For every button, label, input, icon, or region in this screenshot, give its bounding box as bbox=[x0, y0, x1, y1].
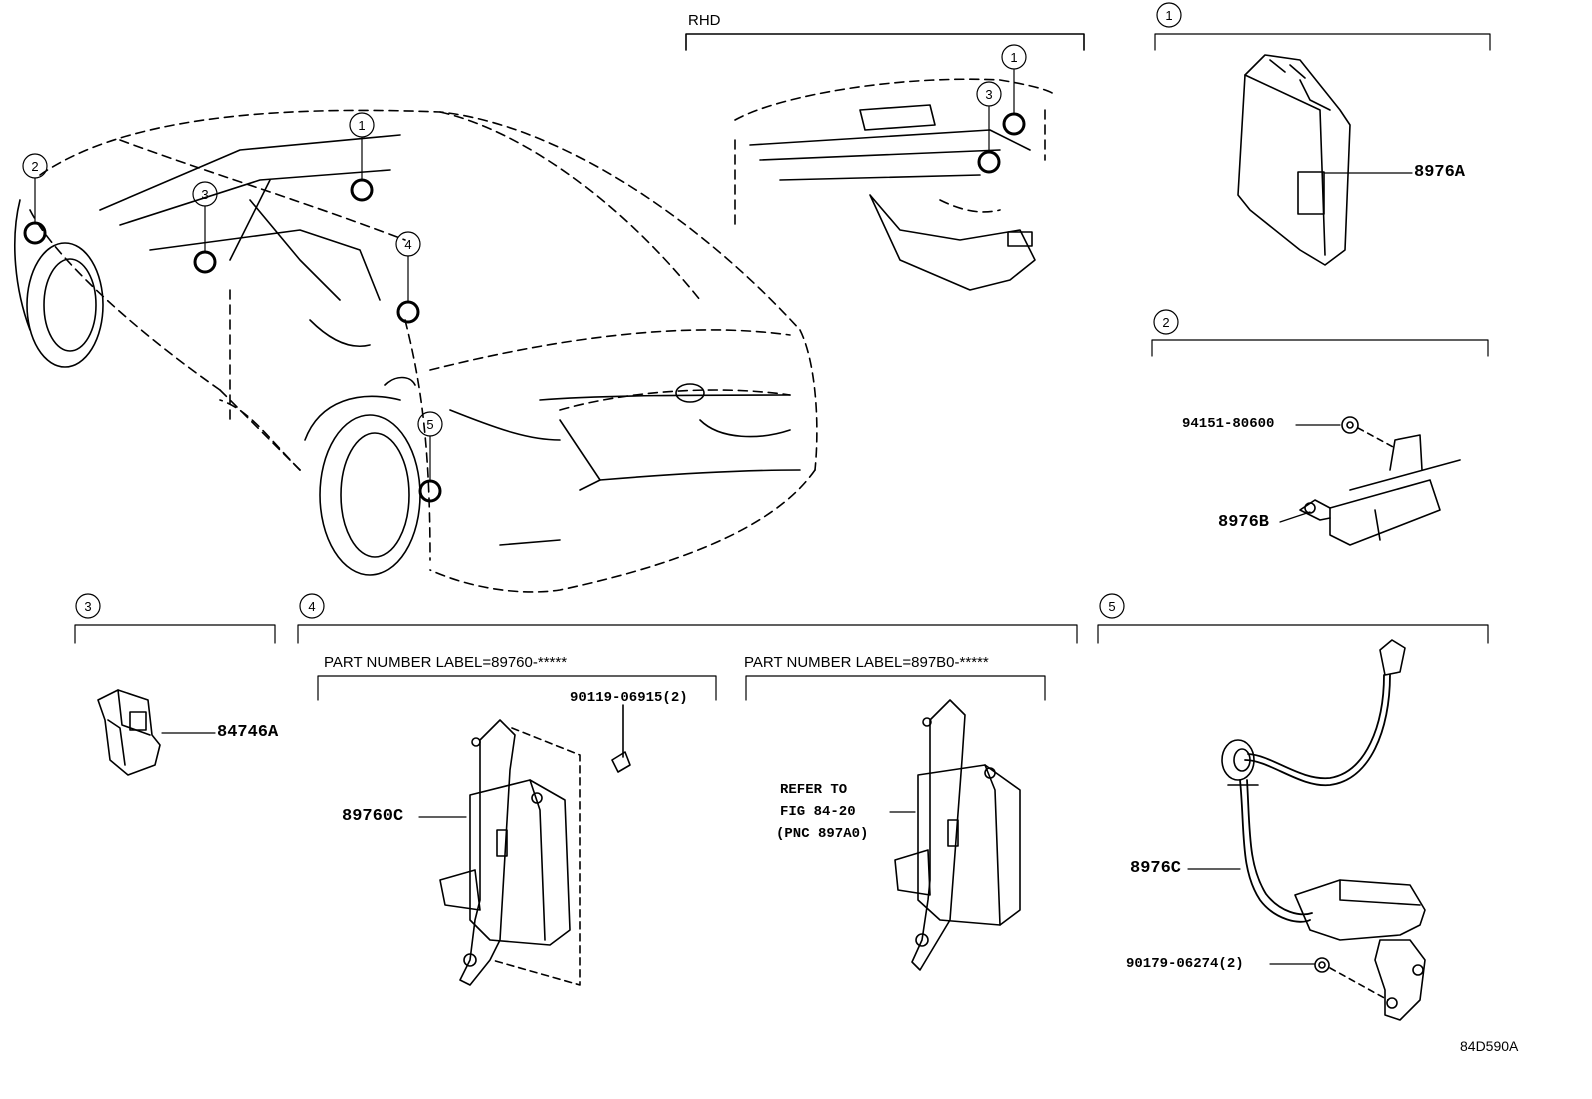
part-84746A-label: 84746A bbox=[217, 723, 279, 742]
refer-to-line1: REFER TO bbox=[780, 782, 848, 798]
part-89760C-drawing bbox=[439, 704, 631, 986]
vehicle-detail bbox=[14, 134, 801, 576]
section5-header bbox=[1097, 593, 1489, 644]
part-90119-label: 90119-06915(2) bbox=[570, 690, 688, 706]
section1-header bbox=[1154, 2, 1491, 51]
section2-header bbox=[1151, 309, 1489, 357]
car-marker-circles bbox=[22, 112, 443, 437]
car-marker-leaders bbox=[34, 137, 431, 482]
part-94151-label: 94151-80600 bbox=[1182, 416, 1275, 432]
car-marker-3: 3 bbox=[201, 187, 208, 202]
car-marker-5: 5 bbox=[426, 417, 433, 432]
refer-to-line2: FIG 84-20 bbox=[780, 804, 856, 820]
part-number-label-897B0: PART NUMBER LABEL=897B0-***** bbox=[744, 654, 989, 671]
part-8976A-label: 8976A bbox=[1414, 163, 1466, 182]
part-8976B-label: 8976B bbox=[1218, 513, 1270, 532]
section-number-4: 4 bbox=[308, 599, 315, 614]
part-90179-label: 90179-06274(2) bbox=[1126, 956, 1244, 972]
vehicle-outline bbox=[29, 109, 818, 593]
section4-header bbox=[297, 593, 1078, 701]
rhd-marker-3: 3 bbox=[985, 87, 992, 102]
section3-header bbox=[74, 593, 276, 644]
rhd-dashboard bbox=[734, 78, 1056, 291]
part-8976B-drawing bbox=[1299, 416, 1461, 546]
figure-code: 84D590A bbox=[1460, 1038, 1519, 1054]
marker-numbers: 1 2 3 4 5 1 3 1 2 3 4 5 bbox=[31, 8, 1172, 614]
section-number-3: 3 bbox=[84, 599, 91, 614]
car-marker-1: 1 bbox=[358, 118, 365, 133]
rhd-label: RHD bbox=[688, 12, 721, 29]
part-8976A-drawing bbox=[1237, 54, 1351, 266]
part-number-label-89760: PART NUMBER LABEL=89760-***** bbox=[324, 654, 568, 671]
part-89760C-label: 89760C bbox=[342, 807, 404, 826]
section-number-2: 2 bbox=[1162, 315, 1169, 330]
car-marker-4: 4 bbox=[404, 237, 411, 252]
section-number-5: 5 bbox=[1108, 599, 1115, 614]
part-8976C-drawing bbox=[1221, 639, 1426, 1021]
rhd-marker-leaders bbox=[976, 44, 1027, 153]
part-8976C-label: 8976C bbox=[1130, 859, 1182, 878]
section-number-1: 1 bbox=[1165, 8, 1172, 23]
part-897B0-drawing bbox=[894, 699, 1021, 971]
rhd-bracket bbox=[685, 33, 1085, 51]
part-84746A-drawing bbox=[97, 689, 161, 776]
rhd-marker-1: 1 bbox=[1010, 50, 1017, 65]
refer-to-line3: (PNC 897A0) bbox=[776, 826, 869, 842]
car-marker-2: 2 bbox=[31, 159, 38, 174]
